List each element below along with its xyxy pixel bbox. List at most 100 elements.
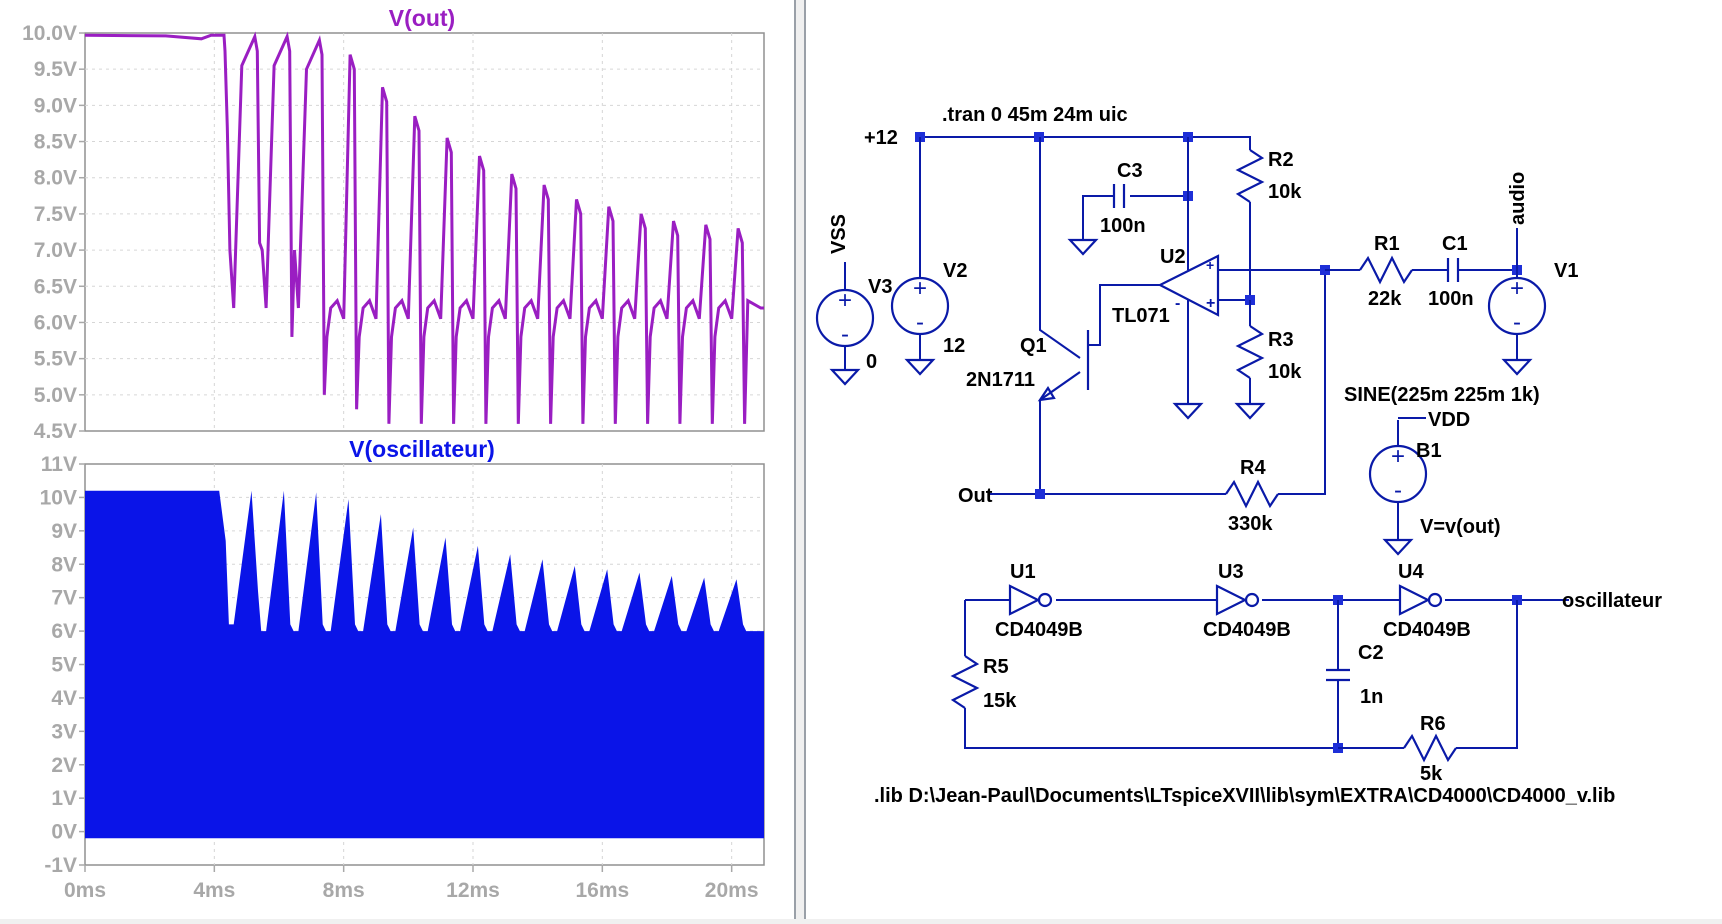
v-out-trace[interactable] [84,31,764,424]
waveform-svg[interactable]: V(out) 10.0V9.5V9.0V8.5V8.0V7.5V7.0V6.5V… [0,0,796,919]
u2-name: U2 [1160,246,1186,268]
y-tick-label: 10V [40,486,77,509]
v1-name: V1 [1554,260,1578,282]
y-tick-label: 5V [51,654,77,677]
x-tick-label: 12ms [446,879,500,902]
schematic-editor[interactable]: +12 .tran 0 45m 24m uic + - VSS V3 0 + -… [804,0,1722,919]
c3-name: C3 [1117,160,1143,182]
transistor-q1[interactable] [1037,137,1090,494]
lib-directive[interactable]: .lib D:\Jean-Paul\Documents\LTspiceXVII\… [874,785,1615,807]
capacitor-c2[interactable] [1326,600,1350,748]
v-oscillateur-trace[interactable] [85,490,764,839]
svg-text:+: + [913,275,927,302]
capacitor-c1[interactable] [1446,258,1517,282]
q1-name: Q1 [1020,335,1047,357]
r3-name: R3 [1268,329,1294,351]
resistor-r1[interactable] [1325,255,1448,285]
resistor-r3[interactable] [1234,300,1266,420]
net-label-plus12: +12 [864,127,898,149]
net-label-vdd: VDD [1428,409,1470,431]
svg-text:+: + [1510,275,1524,302]
y-tick-label: 6V [51,620,77,643]
top-plot-area[interactable] [84,32,765,432]
c1-name: C1 [1442,233,1468,255]
source-v1[interactable]: + - [1487,270,1547,376]
svg-text:-: - [1513,309,1521,336]
c2-value: 1n [1360,686,1383,708]
inverter-u3[interactable] [1215,584,1260,616]
r6-name: R6 [1420,713,1446,735]
y-tick-label: 9.5V [34,58,77,81]
y-tick-label: 8V [51,553,77,576]
y-tick-label: 4V [51,687,77,710]
top-y-axis: 10.0V9.5V9.0V8.5V8.0V7.5V7.0V6.5V6.0V5.5… [22,22,85,443]
u4-value: CD4049B [1383,619,1471,641]
source-v3[interactable]: + - [815,262,875,386]
y-tick-label: 7.0V [34,239,77,262]
y-tick-label: 2V [51,754,77,777]
svg-text:+: + [1206,257,1214,273]
r4-name: R4 [1240,457,1266,479]
v2-name: V2 [943,260,967,282]
r5-value: 15k [983,690,1017,712]
y-tick-label: 4.5V [34,420,77,443]
r2-value: 10k [1268,181,1302,203]
tran-directive[interactable]: .tran 0 45m 24m uic [942,104,1128,126]
q1-value: 2N1711 [966,369,1035,391]
y-tick-label: 7V [51,587,77,610]
y-tick-label: 6.0V [34,311,77,334]
c3-value: 100n [1100,215,1146,237]
svg-text:+: + [1391,443,1405,470]
r1-name: R1 [1374,233,1400,255]
v3-value: 0 [866,351,877,373]
c1-value: 100n [1428,288,1474,310]
r6-value: 5k [1420,763,1443,785]
r3-value: 10k [1268,361,1302,383]
top-plot-grid [85,33,764,431]
y-tick-label: 8.0V [34,167,77,190]
resistor-r5[interactable] [950,600,1335,749]
resistor-r2[interactable] [1235,149,1265,300]
v2-value: 12 [943,335,965,357]
source-b1[interactable]: + - [1368,417,1428,556]
y-tick-label: 0V [51,821,77,844]
y-tick-label: 3V [51,720,77,743]
svg-text:-: - [1394,477,1402,504]
y-tick-label: 9.0V [34,94,77,117]
inverter-u1[interactable] [1008,584,1053,616]
y-tick-label: 9V [51,520,77,543]
bottom-plot-title[interactable]: V(oscillateur) [349,436,495,462]
u4-name: U4 [1398,561,1424,583]
y-tick-label: 5.0V [34,384,77,407]
u3-value: CD4049B [1203,619,1291,641]
rail-12v-wire [920,136,1251,150]
r1-value: 22k [1368,288,1402,310]
u1-name: U1 [1010,561,1036,583]
source-v2[interactable]: + - [890,137,950,376]
schematic-svg[interactable]: +12 .tran 0 45m 24m uic + - VSS V3 0 + -… [806,0,1722,919]
x-tick-label: 16ms [575,879,629,902]
resistor-r6[interactable] [1338,600,1518,763]
v1-value: SINE(225m 225m 1k) [1344,384,1540,406]
u1-value: CD4049B [995,619,1083,641]
c2-name: C2 [1358,642,1384,664]
y-tick-label: 7.5V [34,203,77,226]
y-tick-label: 10.0V [22,22,77,45]
svg-text:+: + [838,287,852,314]
r5-name: R5 [983,656,1009,678]
junction [1035,489,1045,499]
b1-name: B1 [1416,440,1442,462]
resistor-r4[interactable] [1225,270,1326,509]
x-tick-label: 4ms [193,879,235,902]
r2-name: R2 [1268,149,1294,171]
v3-name: V3 [868,276,892,298]
top-plot-title[interactable]: V(out) [389,5,455,31]
y-tick-label: 1V [51,787,77,810]
y-tick-label: 11V [41,453,77,476]
net-label-out: Out [958,485,993,507]
y-tick-label: 6.5V [34,275,77,298]
inverter-u4[interactable] [1398,584,1443,616]
y-tick-label: -1V [44,854,77,877]
opamp-u2[interactable]: + + - [1088,137,1325,420]
